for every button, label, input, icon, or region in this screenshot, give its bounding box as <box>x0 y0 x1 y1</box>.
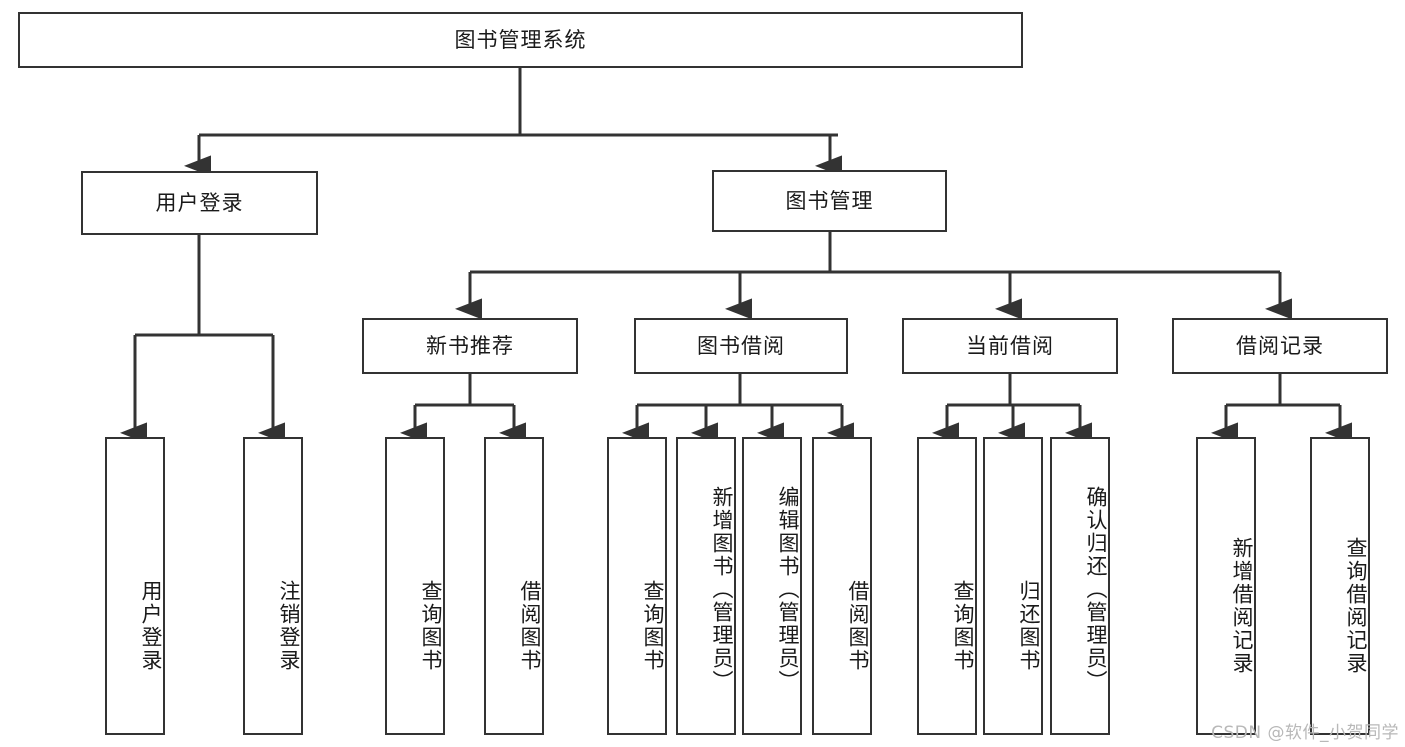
node-label: 用户登录 <box>139 580 163 672</box>
leaf-query-book-borrow[interactable]: 查询图书 <box>607 437 667 735</box>
node-label: 新书推荐 <box>426 333 514 358</box>
node-label: 图书借阅 <box>697 333 785 358</box>
leaf-query-book-current[interactable]: 查询图书 <box>917 437 977 735</box>
leaf-edit-book[interactable]: 编辑图书（管理员） <box>742 437 802 735</box>
leaf-add-borrow-record[interactable]: 新增借阅记录 <box>1196 437 1256 735</box>
node-label: 借阅图书 <box>846 580 870 672</box>
node-book-borrow[interactable]: 图书借阅 <box>634 318 848 374</box>
node-label: 借阅图书 <box>518 580 542 672</box>
node-label: 新增借阅记录 <box>1230 537 1254 675</box>
node-borrow-record[interactable]: 借阅记录 <box>1172 318 1388 374</box>
node-book-management-system[interactable]: 图书管理系统 <box>18 12 1023 68</box>
node-book-management[interactable]: 图书管理 <box>712 170 947 232</box>
node-label: 注销登录 <box>277 580 301 672</box>
node-label: 查询图书 <box>419 580 443 672</box>
leaf-borrow-book-borrow[interactable]: 借阅图书 <box>812 437 872 735</box>
leaf-user-login[interactable]: 用户登录 <box>105 437 165 735</box>
node-label: 图书管理 <box>785 188 874 213</box>
leaf-confirm-return[interactable]: 确认归还（管理员） <box>1050 437 1110 735</box>
node-label: 图书管理系统 <box>454 27 587 52</box>
leaf-logout-login[interactable]: 注销登录 <box>243 437 303 735</box>
csdn-watermark: CSDN @软件_小贺同学 <box>1211 723 1399 743</box>
leaf-borrow-book-recommend[interactable]: 借阅图书 <box>484 437 544 735</box>
node-label: 归还图书 <box>1017 580 1041 672</box>
leaf-query-borrow-record[interactable]: 查询借阅记录 <box>1310 437 1370 735</box>
node-user-login[interactable]: 用户登录 <box>81 171 318 235</box>
node-label: 查询借阅记录 <box>1344 537 1368 675</box>
leaf-query-book-recommend[interactable]: 查询图书 <box>385 437 445 735</box>
node-label: 借阅记录 <box>1236 333 1324 358</box>
node-label: 查询图书 <box>641 580 665 672</box>
leaf-return-book[interactable]: 归还图书 <box>983 437 1043 735</box>
node-current-borrow[interactable]: 当前借阅 <box>902 318 1118 374</box>
node-label: 编辑图书（管理员） <box>776 485 800 693</box>
node-label: 确认归还（管理员） <box>1084 485 1108 693</box>
node-label: 查询图书 <box>951 580 975 672</box>
node-label: 当前借阅 <box>966 333 1054 358</box>
node-new-book-recommend[interactable]: 新书推荐 <box>362 318 578 374</box>
leaf-add-book[interactable]: 新增图书（管理员） <box>676 437 736 735</box>
node-label: 用户登录 <box>155 190 244 215</box>
node-label: 新增图书（管理员） <box>710 485 734 693</box>
